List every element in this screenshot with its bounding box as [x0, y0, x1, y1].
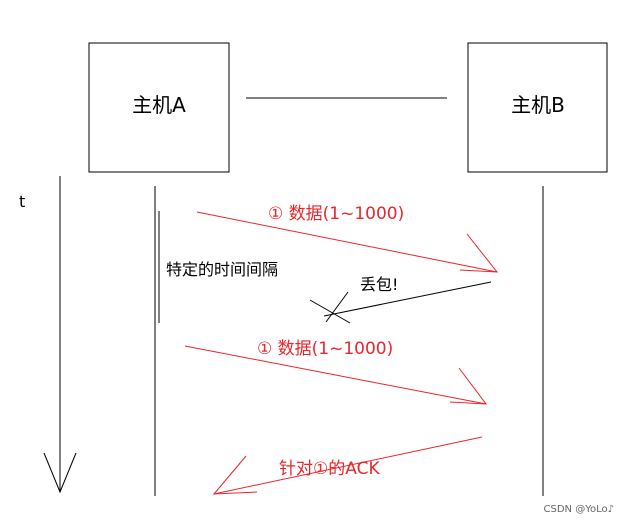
data-message-first-arrowhead	[459, 233, 499, 273]
data-message-retransmit-arrowhead	[449, 367, 488, 405]
watermark: CSDN @YoLo♪	[544, 504, 614, 515]
ack-message-arrowhead	[212, 455, 258, 495]
time-axis: t	[19, 176, 77, 494]
host-b-label: 主机B	[511, 93, 565, 117]
lost-packet-line	[323, 281, 492, 317]
host-a-box	[88, 42, 230, 173]
host-b: 主机B	[467, 42, 608, 173]
host-a-label: 主机A	[132, 93, 186, 117]
host-b-box	[467, 42, 608, 173]
time-axis-label: t	[19, 192, 25, 211]
data-message-first-label: ① 数据(1~1000)	[268, 204, 404, 224]
ack-message-label: 针对①的ACK	[279, 459, 380, 479]
data-message-first: ① 数据(1~1000)	[196, 204, 499, 273]
lost-packet-label: 丢包!	[360, 275, 398, 294]
lost-packet: 丢包!	[309, 275, 492, 324]
ack-message: 针对①的ACK	[212, 436, 483, 495]
interval-label: 特定的时间间隔	[166, 260, 278, 279]
lost-cross-mark-1	[309, 299, 351, 324]
lost-cross-mark-2	[325, 291, 349, 323]
data-message-retransmit: ① 数据(1~1000)	[184, 339, 488, 405]
data-message-retransmit-line	[184, 345, 487, 405]
ack-message-line	[213, 436, 483, 495]
data-message-first-line	[196, 211, 498, 273]
time-axis-arrowhead	[43, 452, 77, 494]
data-message-retransmit-label: ① 数据(1~1000)	[257, 339, 393, 359]
host-a: 主机A	[88, 42, 230, 173]
